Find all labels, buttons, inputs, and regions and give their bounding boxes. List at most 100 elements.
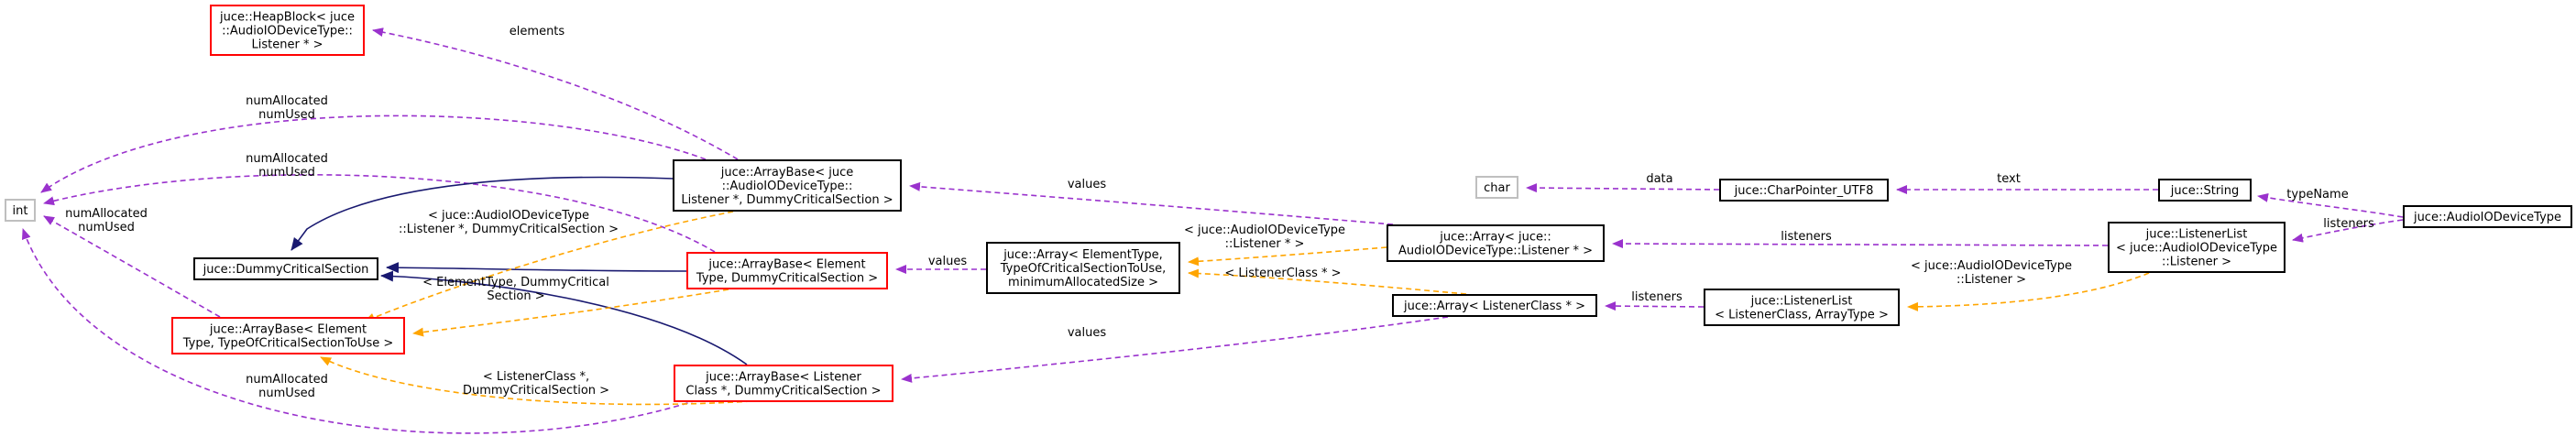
- node-string[interactable]: juce::String: [2158, 179, 2252, 202]
- node-label-line: juce::Array< ElementType,: [1003, 248, 1163, 262]
- node-label-line: juce::ArrayBase< Element: [707, 258, 865, 272]
- node-listenerlist-audioiodevicetype[interactable]: juce::ListenerList< juce::AudioIODeviceT…: [2108, 222, 2286, 273]
- node-box: [1387, 224, 1605, 262]
- node-listenerlist-generic[interactable]: juce::ListenerList< ListenerClass, Array…: [1704, 289, 1900, 326]
- node-label-line: Type, TypeOfCriticalSectionToUse >: [182, 337, 394, 351]
- edge-label-line: numUsed: [258, 387, 315, 400]
- edge-label-line: listeners: [2323, 217, 2374, 231]
- edge-label-line: elements: [510, 25, 565, 38]
- node-label-line: juce::ArrayBase< juce: [720, 166, 853, 180]
- edge-label-tmpl-array-listener: < juce::AudioIODeviceType::Listener * >: [1184, 224, 1345, 251]
- node-label-line: juce::Array< ListenerClass * >: [1403, 300, 1585, 313]
- edge-label-line: < ListenerClass *,: [483, 370, 589, 384]
- node-label-line: juce::ListenerList: [1750, 295, 1853, 309]
- edge-label-line: ::Listener >: [1957, 273, 2026, 287]
- node-charpointer-utf8[interactable]: juce::CharPointer_UTF8: [1719, 179, 1889, 202]
- edge-label-text: text: [1997, 172, 2021, 186]
- edge-label-line: numUsed: [258, 108, 315, 122]
- edge-label-line: < ListenerClass * >: [1224, 267, 1341, 280]
- edge-tmpl-ab-listener-ptr: [364, 211, 734, 322]
- node-box: [5, 199, 36, 222]
- edge-elements: [372, 27, 739, 160]
- edge-label-line: numUsed: [78, 221, 135, 234]
- edge-label-line: data: [1646, 172, 1672, 186]
- node-box: [1475, 176, 1518, 199]
- edge-tmpl-ab-lc: [320, 356, 752, 406]
- edge-label-line: text: [1997, 172, 2021, 186]
- edge-label-listeners-arr: listeners: [1781, 230, 1832, 244]
- edge-listeners-array: [1612, 239, 2109, 249]
- node-audioiodevicetype[interactable]: juce::AudioIODeviceType: [2403, 205, 2572, 228]
- node-box: [2403, 205, 2572, 228]
- node-label: juce::CharPointer_UTF8: [1734, 184, 1874, 198]
- node-label-line: < juce::AudioIODeviceType: [2116, 242, 2277, 256]
- node-label: juce::AudioIODeviceType: [2413, 211, 2561, 224]
- nodes-layer: juce::AudioIODeviceTypejuce::ListenerLis…: [5, 5, 2572, 402]
- node-label-line: TypeOfCriticalSectionToUse,: [1000, 262, 1167, 276]
- node-label-line: ::Listener >: [2162, 256, 2231, 269]
- edge-label-line: listeners: [1781, 230, 1832, 244]
- node-box: [674, 365, 893, 402]
- edge-label-line: listeners: [1631, 290, 1683, 304]
- node-label: int: [13, 204, 28, 218]
- node-char[interactable]: char: [1475, 176, 1518, 199]
- node-heapblock[interactable]: juce::HeapBlock< juce::AudioIODeviceType…: [210, 5, 365, 56]
- edge-label-tmpl-listenerlist: < juce::AudioIODeviceType::Listener >: [1911, 259, 2072, 287]
- node-box: [1392, 294, 1597, 317]
- edge-inherit-ab-lc: [380, 270, 748, 365]
- edge-label-values-arraybase-listener: values: [1068, 178, 1107, 191]
- node-box: [1704, 289, 1900, 326]
- edge-inherit-ab-element: [386, 262, 687, 274]
- edge-label-line: Section >: [487, 289, 544, 303]
- node-label-line: juce::ArrayBase< Element: [209, 323, 367, 337]
- node-dummycriticalsection[interactable]: juce::DummyCriticalSection: [193, 257, 378, 280]
- edge-data: [1526, 183, 1720, 193]
- edge-label-listeners-generic: listeners: [1631, 290, 1683, 304]
- node-label: juce::HeapBlock< juce::AudioIODeviceType…: [219, 11, 355, 52]
- node-int[interactable]: int: [5, 199, 36, 222]
- edge-label-tmpl-listenerclass: < ListenerClass * >: [1224, 267, 1341, 280]
- node-label-line: Class *, DummyCriticalSection >: [685, 385, 881, 398]
- edge-labels-layer: typeName listeners text data listeners listen…: [65, 25, 2374, 400]
- edge-label-typeName: typeName: [2286, 188, 2348, 202]
- edge-label-line: DummyCriticalSection >: [463, 384, 609, 398]
- node-box: [2158, 179, 2252, 202]
- edge-label-line: < juce::AudioIODeviceType: [1911, 259, 2072, 273]
- edge-label-tmpl-ab-lc: < ListenerClass *,DummyCriticalSection >: [463, 370, 609, 398]
- node-label: juce::DummyCriticalSection: [203, 263, 369, 277]
- edge-label-line: < juce::AudioIODeviceType: [1184, 224, 1345, 237]
- edge-label-line: < juce::AudioIODeviceType: [428, 209, 589, 223]
- node-label: juce::Array< juce::AudioIODeviceType::Li…: [1398, 231, 1593, 258]
- node-label-line: ::AudioIODeviceType::: [722, 180, 853, 193]
- node-arraybase-listener-ptr[interactable]: juce::ArrayBase< juce::AudioIODeviceType…: [673, 159, 902, 212]
- node-label: juce::Array< ElementType,TypeOfCriticalS…: [1000, 248, 1167, 289]
- node-label-line: int: [13, 204, 28, 218]
- node-array-listenerclass[interactable]: juce::Array< ListenerClass * >: [1392, 294, 1597, 317]
- node-array-generic[interactable]: juce::Array< ElementType,TypeOfCriticalS…: [986, 242, 1180, 294]
- node-label-line: juce::HeapBlock< juce: [219, 11, 355, 25]
- edge-label-line: values: [928, 255, 968, 268]
- edge-label-line: ::Listener *, DummyCriticalSection >: [399, 223, 619, 236]
- edge-values-arraybase-listener: [909, 181, 1394, 225]
- node-label: juce::ArrayBase< juce::AudioIODeviceType…: [681, 166, 893, 207]
- node-box: [193, 257, 378, 280]
- edge-label-values-arraybase-element: values: [928, 255, 968, 268]
- edge-numalloc-top: [40, 114, 707, 193]
- node-array-listener-ptr[interactable]: juce::Array< juce::AudioIODeviceType::Li…: [1387, 224, 1605, 262]
- edge-label-tmpl-ab-listener-ptr: < juce::AudioIODeviceType::Listener *, D…: [399, 209, 619, 236]
- edge-label-line: numAllocated: [246, 94, 328, 108]
- edge-tmpl-listenerlist: [1907, 272, 2150, 311]
- node-label: juce::ListenerList< ListenerClass, Array…: [1715, 295, 1889, 322]
- edge-tmpl-listenerclass: [1188, 268, 1467, 295]
- edge-label-line: numAllocated: [65, 207, 148, 221]
- edge-label-data: data: [1646, 172, 1672, 186]
